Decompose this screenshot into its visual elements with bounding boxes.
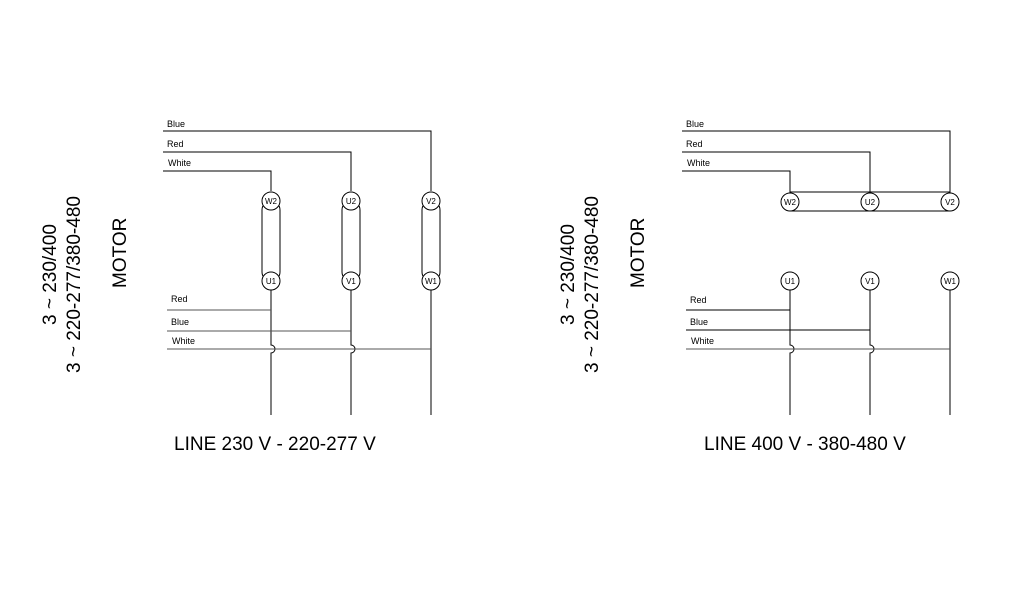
left-line-vertical-2 [350,290,356,415]
left-bottom-wire-label-red: Red [171,294,188,304]
right-terminal-label-u1: U1 [785,277,796,286]
left-bottom-wire-label-blue: Blue [171,317,189,327]
high-voltage-panel: 3 ~ 230/400 3 ~ 220-277/380-480 MOTOR Bl… [558,119,960,455]
left-top-wire-red [163,151,352,191]
left-top-terminals: W2 U2 V2 [261,191,441,211]
left-terminal-w2 [261,191,281,211]
right-terminal-label-w1: W1 [944,277,957,286]
right-top-wires: Blue Red White [682,119,951,192]
left-bottom-wires: Red Blue White [167,294,431,350]
right-bottom-wire-label-red: Red [690,295,707,305]
right-terminal-w2 [780,192,800,212]
right-top-wire-blue [682,130,951,192]
left-bottom-terminals: U1 V1 W1 [261,271,441,291]
left-rating-line2: 3 ~ 220-277/380-480 [64,196,85,373]
right-top-wire-label-blue: Blue [686,119,704,129]
left-rating-line1: 3 ~ 230/400 [40,224,61,325]
right-rating-line2: 3 ~ 220-277/380-480 [582,196,603,373]
left-winding-3 [421,200,441,282]
right-top-wire-white [682,170,791,192]
right-bottom-wire-label-white: White [691,336,714,346]
right-line-verticals [789,290,951,415]
left-top-wire-label-white: White [168,158,191,168]
right-line-label: LINE 400 V - 380-480 V [704,434,906,455]
left-top-wire-blue [163,130,432,191]
right-terminal-label-v1: V1 [865,277,875,286]
left-terminal-v2 [421,191,441,211]
left-terminal-label-u1: U1 [266,277,277,286]
low-voltage-panel: 3 ~ 230/400 3 ~ 220-277/380-480 MOTOR Bl… [40,119,441,455]
left-terminal-label-u2: U2 [346,197,357,206]
right-top-wire-red [682,151,871,192]
right-line-vertical-1 [789,290,795,415]
left-top-wires: Blue Red White [163,119,432,191]
right-rating-line1: 3 ~ 230/400 [558,224,579,325]
left-windings [261,200,441,282]
left-terminal-label-v1: V1 [346,277,356,286]
left-top-wire-label-red: Red [167,139,184,149]
left-terminal-label-w1: W1 [425,277,438,286]
right-terminal-label-u2: U2 [865,198,876,207]
right-bottom-wires: Red Blue White [686,295,950,350]
right-terminal-label-v2: V2 [945,198,955,207]
right-motor-label: MOTOR [628,218,649,288]
left-terminal-label-v2: V2 [426,197,436,206]
right-top-wire-label-white: White [687,158,710,168]
right-line-vertical-2 [869,290,875,415]
right-terminal-u2 [860,192,880,212]
left-line-verticals [270,290,432,415]
right-bottom-terminals: U1 V1 W1 [780,271,960,291]
left-top-wire-label-blue: Blue [167,119,185,129]
left-winding-1 [261,200,281,282]
left-winding-2 [341,200,361,282]
right-bottom-wire-label-blue: Blue [690,317,708,327]
right-top-wire-label-red: Red [686,139,703,149]
left-line-vertical-1 [270,290,276,415]
left-bottom-wire-label-white: White [172,336,195,346]
left-terminal-label-w2: W2 [265,197,278,206]
right-terminal-v2 [940,192,960,212]
left-line-label: LINE 230 V - 220-277 V [174,434,376,455]
left-top-wire-white [163,170,272,191]
right-terminal-label-w2: W2 [784,198,797,207]
right-top-terminals: W2 U2 V2 [780,192,960,212]
left-motor-label: MOTOR [110,218,131,288]
left-terminal-u2 [341,191,361,211]
